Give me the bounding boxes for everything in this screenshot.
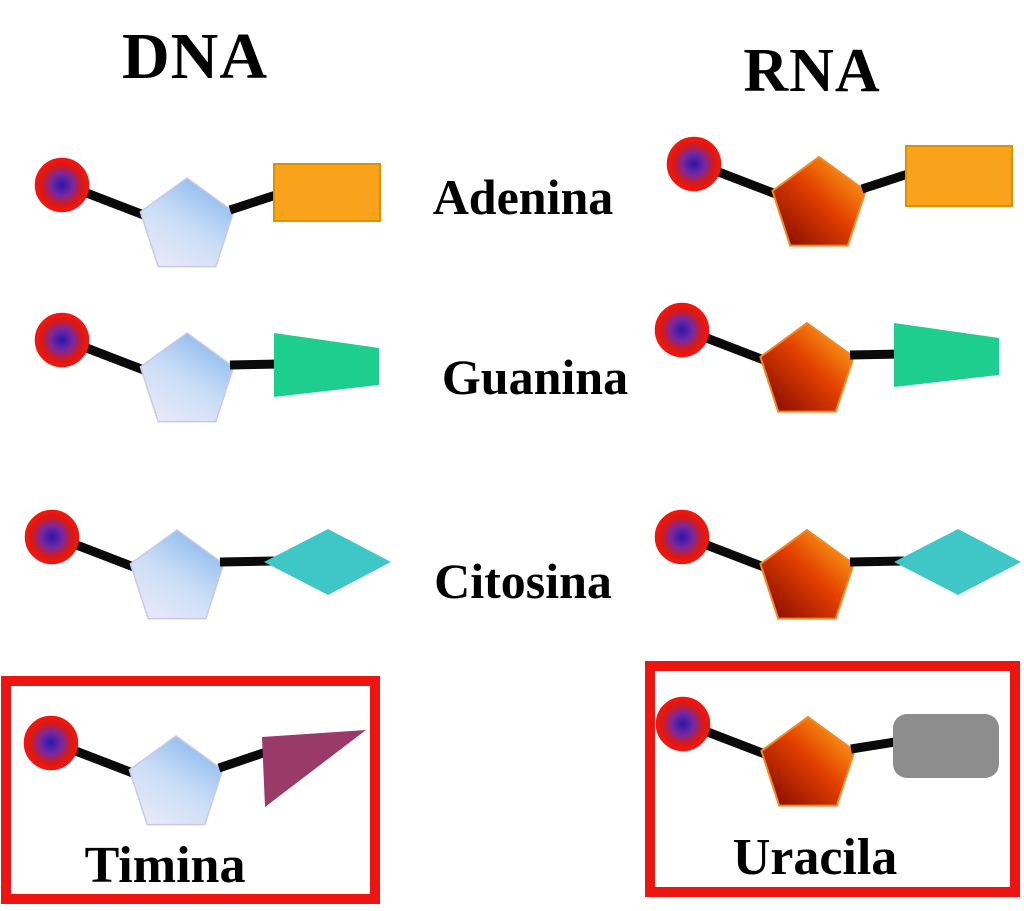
glycosidic-bond-line [229, 359, 281, 370]
base-label-adenina: Adenina [432, 169, 614, 225]
glycosidic-bond-line [849, 349, 901, 360]
nucleotide-rna-guanine [644, 292, 999, 427]
guanine-base-trapezoid-icon [894, 323, 999, 387]
guanine-base-trapezoid-icon [274, 333, 379, 397]
thymine-base-triangle-icon [262, 730, 366, 807]
highlight-box-uracila [645, 661, 1020, 897]
nucleotide-dna-thymine [13, 705, 366, 840]
glycosidic-bond-line [219, 556, 275, 567]
base-label-guanina: Guanina [441, 349, 629, 405]
nucleotide-dna-cytosine [14, 499, 391, 634]
base-label-uracila: Uracila [732, 829, 898, 886]
adenine-base-rectangle-icon [905, 145, 1013, 207]
glycosidic-bond-line [849, 556, 905, 567]
glycosidic-bond-line [850, 736, 902, 754]
column-title-rna: RNA [743, 37, 881, 105]
nucleotide-dna-guanine [24, 302, 379, 437]
highlight-box-timina [1, 676, 380, 904]
cytosine-base-diamond-icon [894, 529, 1021, 595]
nucleotide-rna-cytosine [644, 499, 1021, 634]
column-title-dna: DNA [122, 20, 268, 93]
nucleotide-dna-adenine [24, 147, 381, 282]
nucleotide-rna-adenine [656, 126, 1013, 261]
base-label-timina: Timina [84, 837, 246, 894]
cytosine-base-diamond-icon [264, 529, 391, 595]
nucleotide-rna-uracil [645, 686, 999, 821]
adenine-base-rectangle-icon [273, 163, 381, 222]
uracil-base-rounded-rectangle-icon [893, 714, 999, 778]
base-label-citosina: Citosina [434, 553, 612, 609]
